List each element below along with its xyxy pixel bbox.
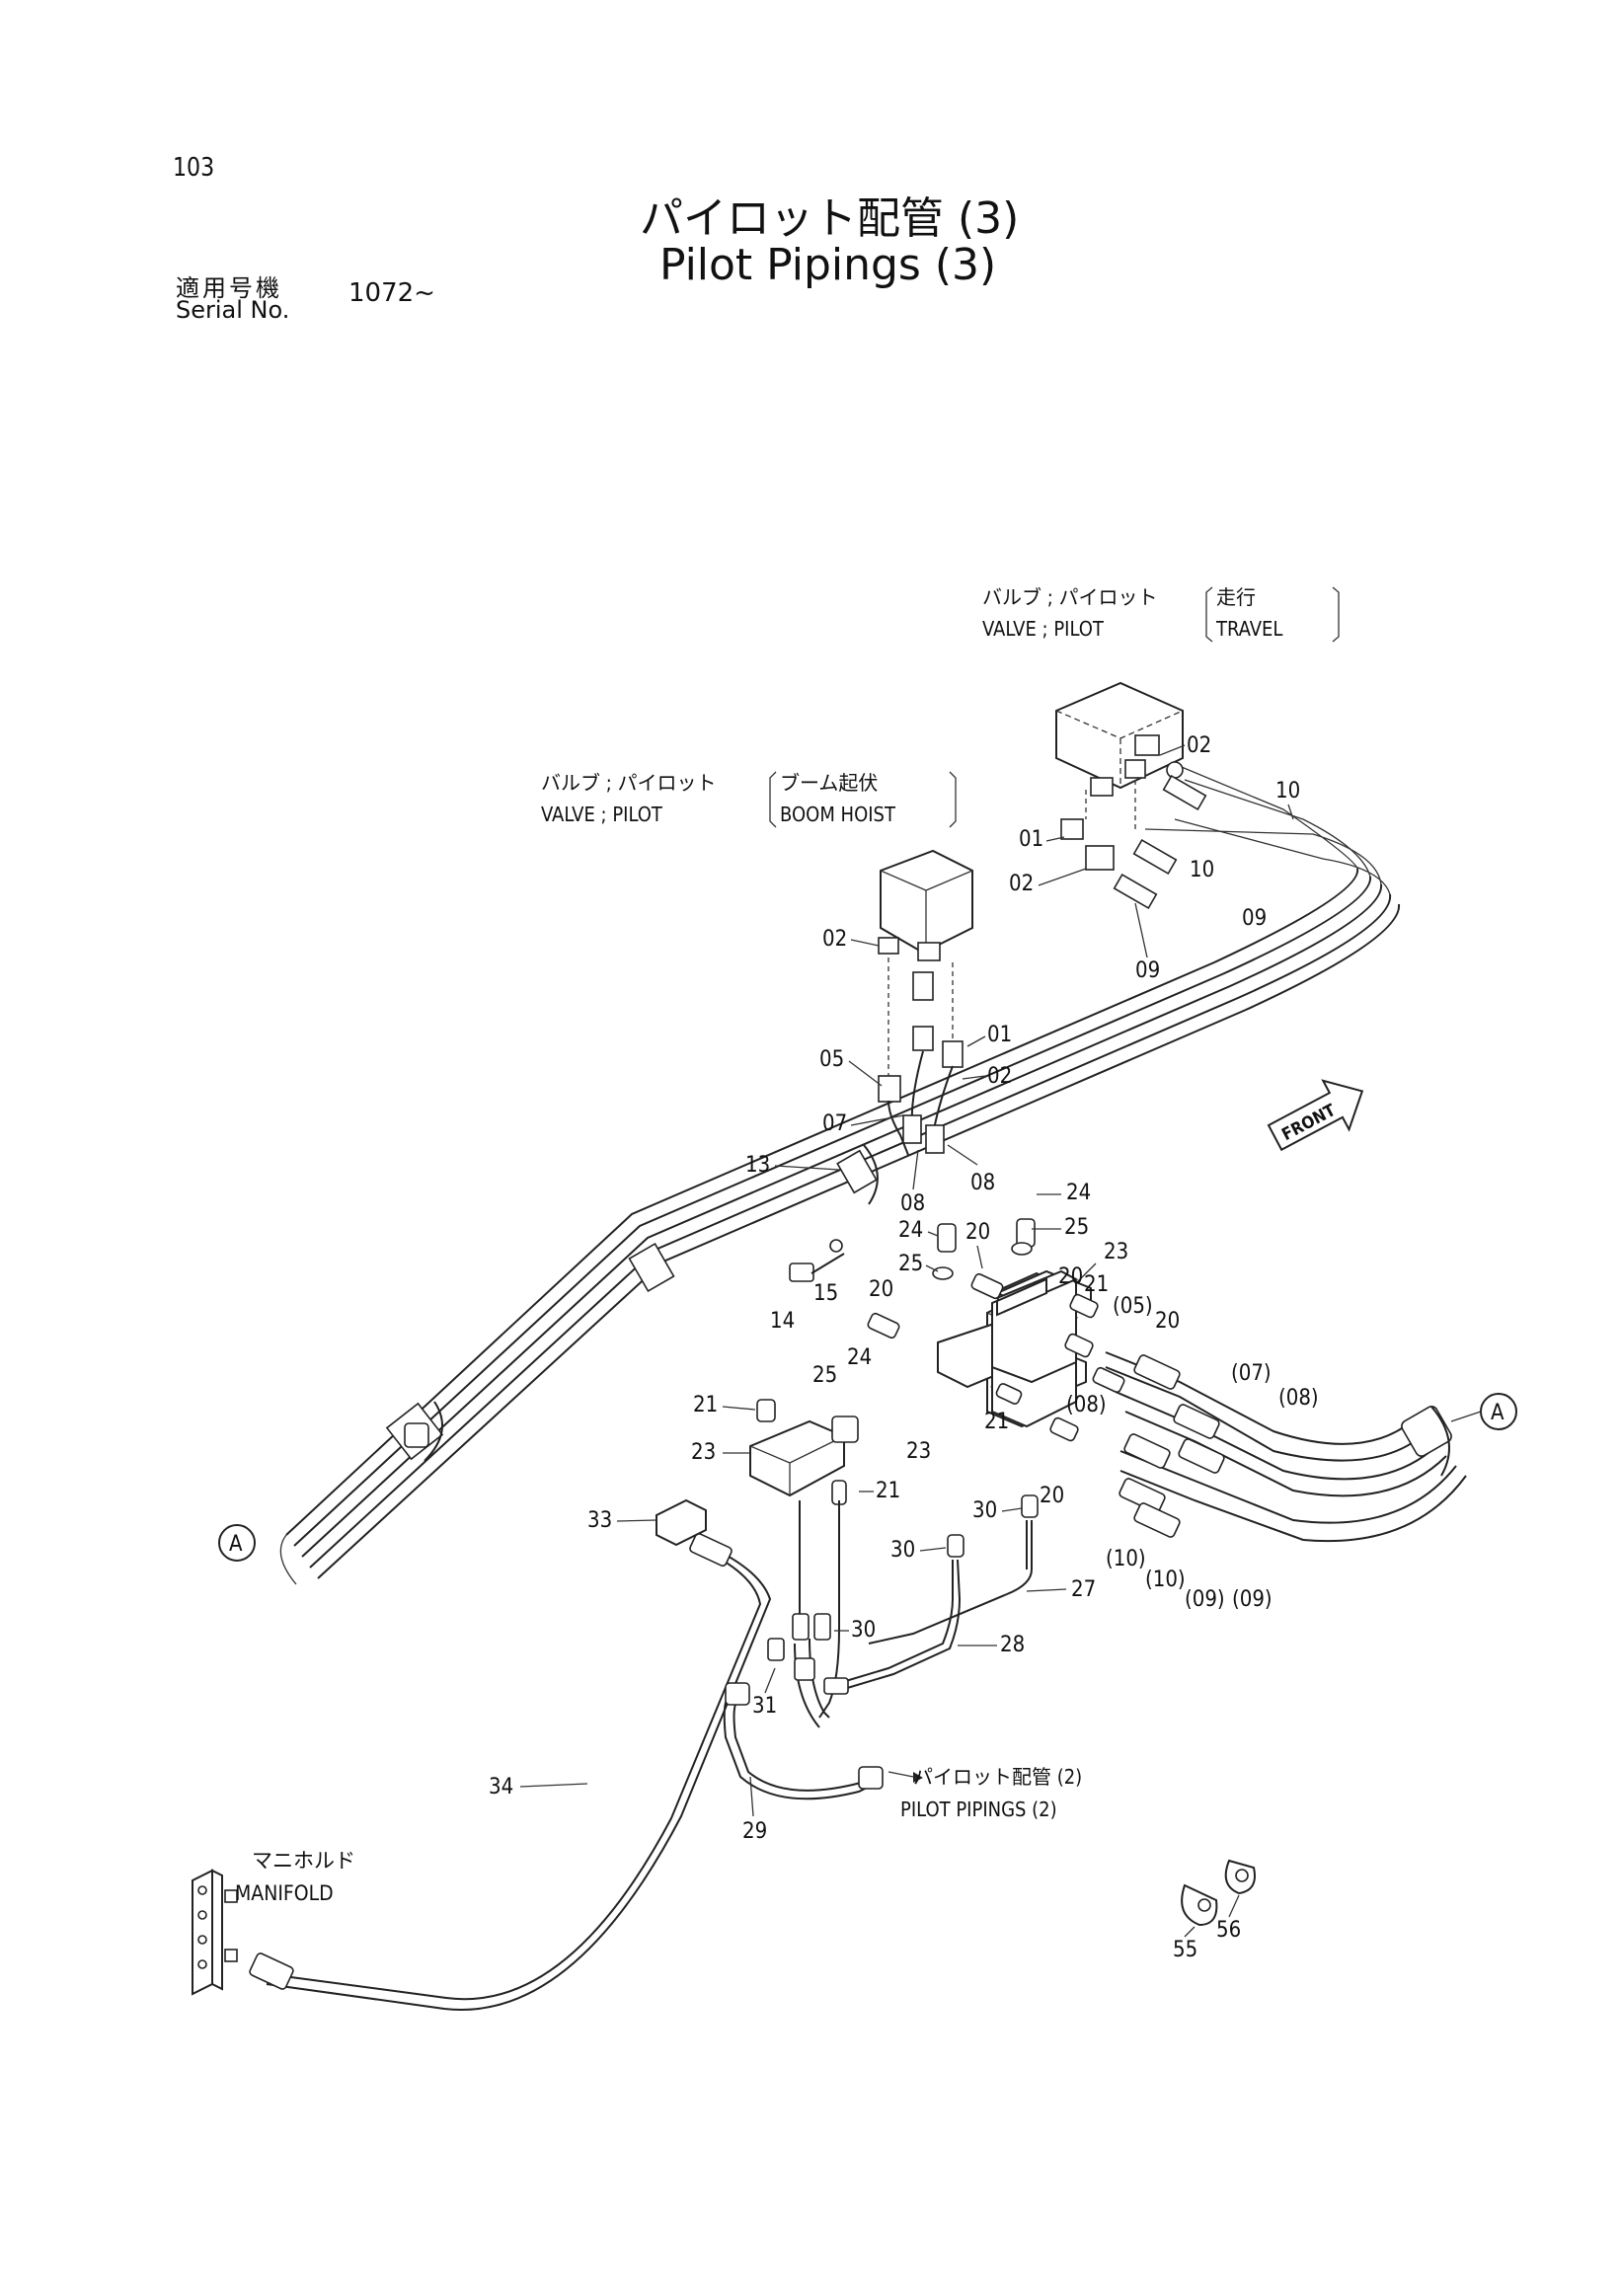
lower-pipes [767,1500,1033,1728]
boom-valve-en: VALVE ; PILOT [541,803,663,826]
view-a-right-label: A [1491,1401,1504,1425]
part-label: 10 [1275,779,1300,804]
part-label: 30 [890,1538,915,1563]
pilot-pipings-2-en: PILOT PIPINGS (2) [900,1798,1057,1821]
page-number: 103 [173,153,215,183]
part-label: 25 [812,1363,837,1388]
part-label: 02 [822,927,847,952]
part-label: 09 [1135,958,1160,983]
front-arrow: FRONT [1267,1079,1364,1152]
part-label: 24 [847,1345,872,1370]
part-label: 23 [1104,1240,1128,1264]
part-label: 10 [1190,858,1214,882]
part-label: 02 [1187,733,1211,758]
part-label: 23 [691,1440,716,1465]
serial-value: 1072~ [348,278,435,308]
part-label: 15 [813,1281,838,1306]
part-label: 20 [869,1277,893,1302]
part-label: 20 [1155,1309,1180,1334]
manifold-block [192,1869,238,1996]
part-label: 21 [693,1393,718,1417]
part-label: 31 [752,1694,777,1719]
travel-valve-en: VALVE ; PILOT [982,617,1105,641]
part-label: 13 [745,1153,770,1178]
part-label: 01 [1019,827,1043,852]
part-label: 02 [987,1064,1012,1089]
callout-manifold: マニホルド MANIFOLD [235,1849,355,1905]
callout-pilot-pipings-2: パイロット配管 (2) PILOT PIPINGS (2) [900,1765,1082,1821]
center-fittings [756,1218,1125,1558]
part-label: (05) [1113,1294,1153,1319]
manifold-en: MANIFOLD [235,1881,334,1905]
part-label: 07 [822,1111,847,1136]
serial-label-english: Serial No. [176,296,290,324]
part-label: 08 [900,1191,925,1216]
part-label: (09) [1232,1587,1273,1612]
part-label: 20 [965,1220,990,1245]
travel-valve-jp-sub: 走行 [1216,585,1256,609]
part-label: 01 [987,1023,1012,1047]
title-japanese: パイロット配管 (3) [640,193,1020,244]
part-label: 24 [1066,1181,1091,1205]
pilot-pipings-2-jp: パイロット配管 (2) [913,1765,1082,1789]
part-label: 28 [1000,1633,1025,1657]
part-label: (08) [1066,1393,1107,1417]
part-label: 21 [876,1479,900,1503]
title-english: Pilot Pipings (3) [659,240,997,290]
part-label: 25 [898,1252,923,1276]
part-label: 09 [1242,906,1267,931]
part-label: 27 [1071,1577,1096,1602]
part-label: 30 [851,1618,876,1643]
part-label: 05 [819,1047,844,1072]
part-label: 23 [906,1439,931,1464]
callout-travel-valve: バルブ ; パイロット 走行 VALVE ; PILOT TRAVEL [982,585,1340,643]
boom-valve-jp: バルブ ; パイロット [541,771,717,795]
part-label: 02 [1009,872,1034,896]
part-label: (10) [1106,1547,1146,1571]
bundle-end-left [279,1534,297,1585]
manifold-pipes [249,1498,923,2011]
part-label: 34 [489,1775,513,1799]
part-label: 21 [1084,1272,1109,1297]
manifold-jp: マニホルド [252,1849,355,1873]
part-label: 14 [770,1309,795,1334]
part-label: 25 [1064,1215,1089,1240]
right-hoses [1105,1351,1467,1543]
part-label: (10) [1145,1568,1186,1592]
part-label: 29 [742,1819,767,1844]
callout-boom-valve: バルブ ; パイロット ブーム起伏 VALVE ; PILOT BOOM HOI… [541,771,957,828]
travel-valve-jp: バルブ ; パイロット [982,585,1158,609]
travel-valve-en-sub: TRAVEL [1215,617,1282,641]
part-label: 24 [898,1218,923,1243]
part-label: 56 [1216,1918,1241,1943]
travel-valve [1055,681,1207,910]
bundle-clamps [385,1144,879,1462]
main-pipe-bundle [285,759,1401,1579]
view-a-left: A [218,1524,256,1562]
clamps-55-56 [1181,1859,1256,1927]
part-number-labels: 02 10 01 02 10 09 09 02 01 05 02 07 13 0… [489,733,1319,1962]
part-label: 08 [970,1171,995,1195]
boom-hoist-valve [878,849,973,1156]
part-label: 20 [1040,1484,1064,1508]
boom-valve-jp-sub: ブーム起伏 [780,771,878,795]
part-label: 55 [1173,1938,1197,1962]
view-a-right: A [1450,1393,1517,1430]
part-label: (07) [1231,1361,1272,1386]
part-label: 30 [972,1498,997,1523]
part-label: (08) [1278,1386,1319,1411]
bolt-14-15 [789,1239,845,1282]
boom-valve-en-sub: BOOM HOIST [780,803,896,826]
right-blocks [991,1269,1079,1428]
part-label: 33 [587,1508,612,1533]
part-label: 21 [984,1410,1009,1434]
part-label: 20 [1058,1264,1083,1289]
view-a-left-label: A [229,1532,243,1557]
part-label: (09) [1185,1587,1225,1612]
serial-label-japanese: 適用号機 [176,274,282,302]
